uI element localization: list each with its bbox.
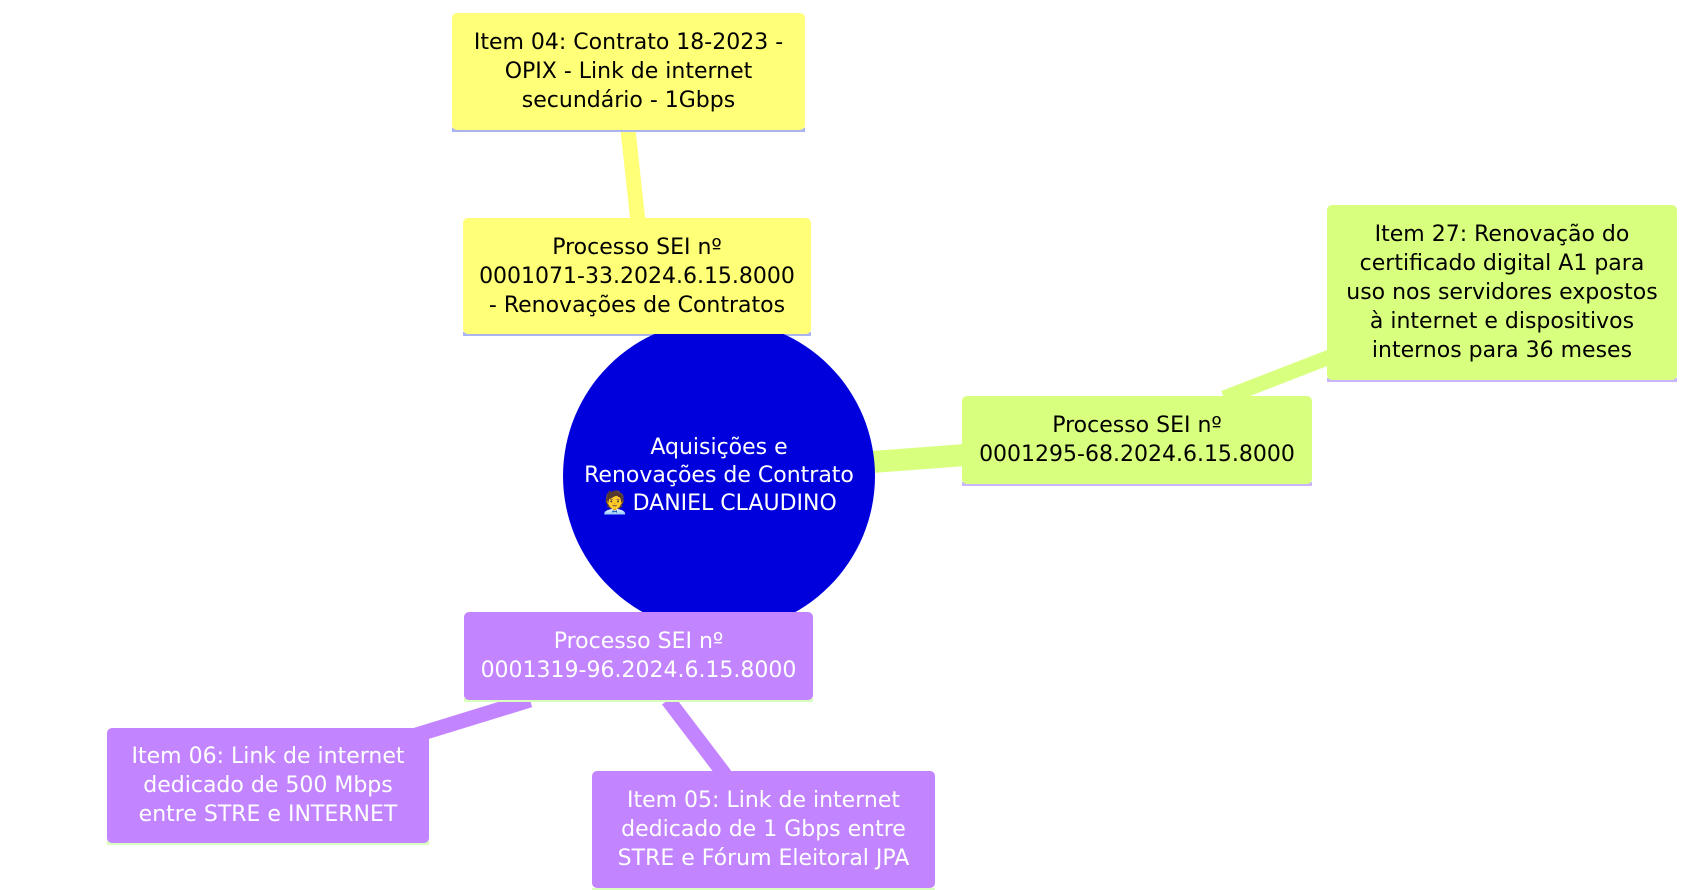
node-item-06: Item 06: Link de internet dedicado de 50… xyxy=(107,728,429,843)
node-item-04: Item 04: Contrato 18-2023 - OPIX - Link … xyxy=(452,13,805,130)
node-item-27-label: Item 27: Renovação do certificado digita… xyxy=(1346,222,1658,363)
edge-root-to-process-green xyxy=(871,444,966,473)
edge-item04-to-process-yellow xyxy=(620,129,646,223)
person-icon: 🧑‍💼 xyxy=(601,491,629,516)
root-node: Aquisições e Renovações de Contrato 🧑‍💼D… xyxy=(563,320,875,632)
root-owner: DANIEL CLAUDINO xyxy=(632,491,837,516)
node-item-06-label: Item 06: Link de internet dedicado de 50… xyxy=(131,744,405,827)
node-item-05-label: Item 05: Link de internet dedicado de 1 … xyxy=(617,788,910,871)
node-process-0001319: Processo SEI nº 0001319-96.2024.6.15.800… xyxy=(464,612,813,700)
edge-process-to-item05-purple xyxy=(662,695,731,780)
node-process-0001319-label: Processo SEI nº 0001319-96.2024.6.15.800… xyxy=(480,629,797,683)
node-process-0001295: Processo SEI nº 0001295-68.2024.6.15.800… xyxy=(962,396,1312,484)
node-item-04-label: Item 04: Contrato 18-2023 - OPIX - Link … xyxy=(473,30,784,113)
node-item-05: Item 05: Link de internet dedicado de 1 … xyxy=(592,771,935,888)
node-process-0001071: Processo SEI nº 0001071-33.2024.6.15.800… xyxy=(463,218,811,334)
edge-process-to-item27-green xyxy=(1221,348,1338,405)
node-process-0001295-label: Processo SEI nº 0001295-68.2024.6.15.800… xyxy=(979,413,1295,467)
node-item-27: Item 27: Renovação do certificado digita… xyxy=(1327,205,1677,380)
root-title: Aquisições e Renovações de Contrato xyxy=(584,435,854,488)
node-process-0001071-label: Processo SEI nº 0001071-33.2024.6.15.800… xyxy=(479,234,795,318)
